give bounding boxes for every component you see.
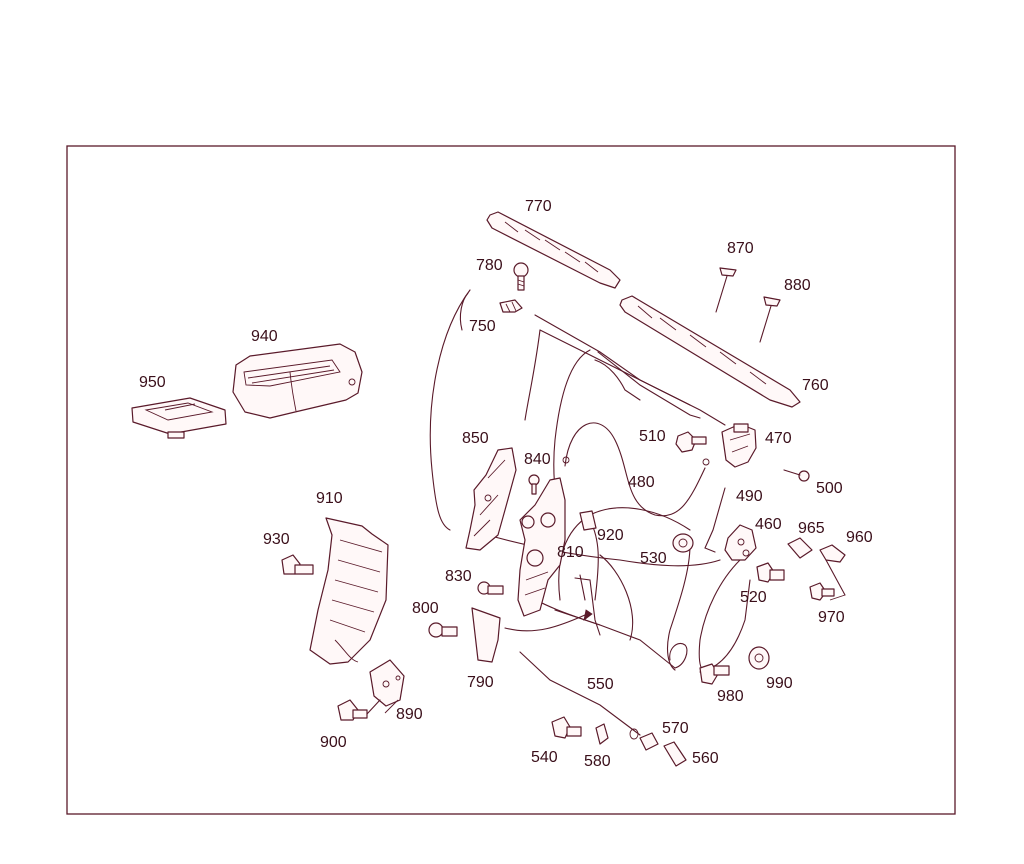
cover-strip-770 (486, 211, 621, 289)
housing-940 (232, 343, 363, 419)
pin-880 (759, 296, 781, 343)
bolt-900 (337, 699, 381, 721)
callout-990[interactable]: 990 (766, 675, 793, 692)
callout-970[interactable]: 970 (818, 609, 845, 626)
callout-750[interactable]: 750 (469, 318, 496, 335)
callout-560[interactable]: 560 (692, 750, 719, 767)
callout-labels: 770 780 750 870 880 760 940 950 850 840 … (139, 198, 873, 770)
cable-550 (519, 651, 641, 736)
callout-470[interactable]: 470 (765, 430, 792, 447)
bolt-930 (281, 554, 314, 575)
callout-910[interactable]: 910 (316, 490, 343, 507)
callout-880[interactable]: 880 (784, 277, 811, 294)
callout-940[interactable]: 940 (251, 328, 278, 345)
callout-960[interactable]: 960 (846, 529, 873, 546)
rod-490 (704, 487, 726, 553)
callout-930[interactable]: 930 (263, 531, 290, 548)
washer-530 (672, 533, 694, 553)
callout-890[interactable]: 890 (396, 706, 423, 723)
callout-760[interactable]: 760 (802, 377, 829, 394)
callout-780[interactable]: 780 (476, 257, 503, 274)
callout-480[interactable]: 480 (628, 474, 655, 491)
callout-800[interactable]: 800 (412, 600, 439, 617)
trim-790 (471, 607, 593, 663)
hinge-bracket-810 (517, 477, 566, 617)
callout-980[interactable]: 980 (717, 688, 744, 705)
bracket-960 (819, 544, 846, 596)
callout-500[interactable]: 500 (816, 480, 843, 497)
tray-950 (131, 397, 227, 439)
callout-580[interactable]: 580 (584, 753, 611, 770)
leader-lines (384, 594, 846, 714)
clip-750 (499, 299, 523, 313)
bolt-540 (551, 716, 582, 739)
plug-560 (663, 741, 687, 767)
callout-870[interactable]: 870 (727, 240, 754, 257)
bracket-890 (369, 659, 405, 707)
screw-500 (783, 469, 810, 482)
callout-830[interactable]: 830 (445, 568, 472, 585)
callout-460[interactable]: 460 (755, 516, 782, 533)
pin-870 (715, 267, 737, 313)
screw-840 (528, 474, 540, 495)
callout-770[interactable]: 770 (525, 198, 552, 215)
callout-920[interactable]: 920 (597, 527, 624, 544)
callout-790[interactable]: 790 (467, 674, 494, 691)
latch-470 (721, 423, 757, 468)
clip-580 (595, 723, 609, 745)
bolt-510 (675, 431, 707, 453)
seat-backrest-frame (429, 289, 751, 673)
callout-550[interactable]: 550 (587, 676, 614, 693)
callout-965[interactable]: 965 (798, 520, 825, 537)
hinge-460 (724, 524, 757, 561)
callout-540[interactable]: 540 (531, 749, 558, 766)
callout-490[interactable]: 490 (736, 488, 763, 505)
bracket-850 (465, 447, 517, 551)
cover-strip-760 (619, 295, 801, 408)
screw-970 (809, 582, 835, 601)
callout-900[interactable]: 900 (320, 734, 347, 751)
cover-910 (309, 517, 389, 665)
callout-530[interactable]: 530 (640, 550, 667, 567)
callout-570[interactable]: 570 (662, 720, 689, 737)
callout-510[interactable]: 510 (639, 428, 666, 445)
callout-850[interactable]: 850 (462, 430, 489, 447)
diagram-frame (66, 145, 956, 815)
bolt-980 (699, 663, 730, 685)
callout-950[interactable]: 950 (139, 374, 166, 391)
cable-480 (562, 422, 710, 517)
bolt-780 (513, 262, 529, 291)
callout-520[interactable]: 520 (740, 589, 767, 606)
bushing-920 (579, 510, 597, 531)
bolt-520 (756, 562, 785, 583)
screw-830 (477, 581, 504, 595)
sleeve-570 (629, 728, 659, 751)
callout-840[interactable]: 840 (524, 451, 551, 468)
bolt-800 (428, 622, 458, 638)
pad-965 (787, 537, 813, 559)
nut-990 (748, 646, 770, 670)
callout-810[interactable]: 810 (557, 544, 584, 561)
